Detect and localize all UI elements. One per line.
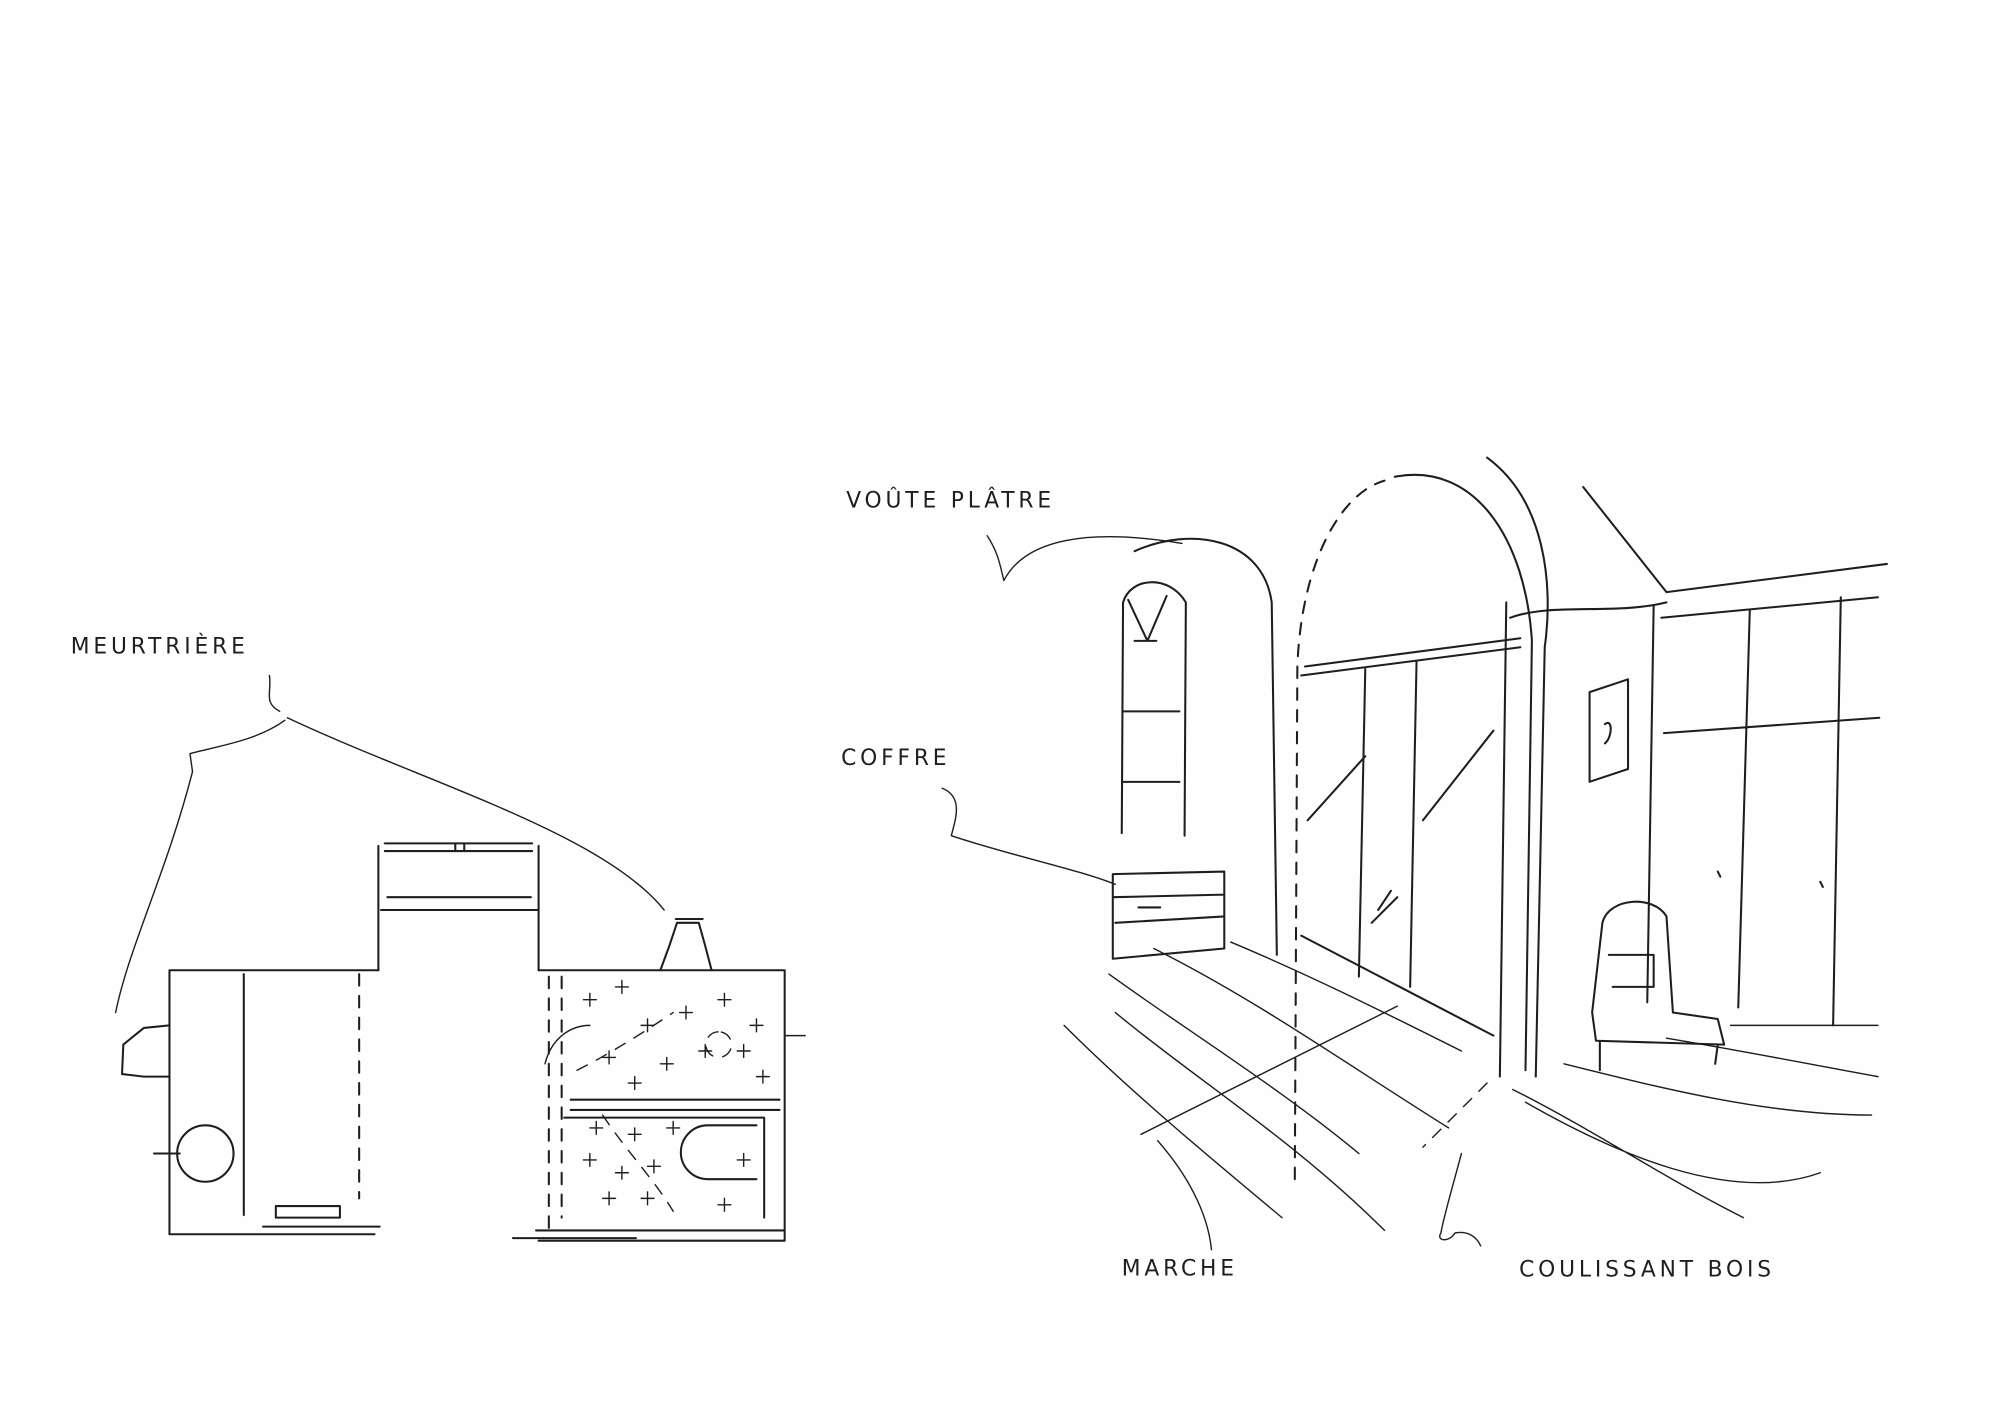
meurtriere-slot xyxy=(121,1024,181,1155)
small-arch-window xyxy=(1120,537,1278,956)
coulissant-leader xyxy=(1439,1152,1482,1247)
armchair xyxy=(1591,900,1726,1072)
main-arch xyxy=(1393,456,1549,1078)
label-voute-platre: VOÛTE PLÂTRE xyxy=(846,488,1055,514)
chimney xyxy=(659,917,713,972)
left-base xyxy=(168,1205,381,1236)
sliding-door xyxy=(1300,637,1522,1037)
label-coffre: COFFRE xyxy=(841,746,950,771)
coulissant-leader-dashed xyxy=(1422,1082,1488,1148)
side-stub xyxy=(544,1024,806,1065)
main-arch-dashed xyxy=(1293,479,1386,1181)
left-block xyxy=(168,969,380,1236)
label-marche: MARCHE xyxy=(1122,1256,1238,1281)
right-room xyxy=(1646,596,1881,1027)
coffre-bench xyxy=(1111,870,1226,960)
label-coulissant-bois: COULISSANT BOIS xyxy=(1519,1258,1775,1283)
round-opening xyxy=(176,1124,235,1183)
label-meurtriere: MEURTRIÈRE xyxy=(71,634,249,660)
capsule-opening xyxy=(679,1124,758,1181)
perspective-drawing: VOÛTE PLÂTRE COFFRE MARCHE COULISSANT BO… xyxy=(841,456,1888,1283)
right-dashed-wall xyxy=(547,975,563,1229)
fill-swirl xyxy=(576,1011,733,1212)
wall-sconce xyxy=(1588,678,1630,783)
voute-leader xyxy=(986,535,1183,582)
bridge xyxy=(377,842,540,972)
marche-leader xyxy=(1156,1140,1213,1251)
right-block xyxy=(511,969,786,1242)
fill-crosses xyxy=(582,979,770,1212)
ceiling-lines xyxy=(1509,486,1888,619)
section-drawing: MEURTRIÈRE xyxy=(71,634,806,1242)
floor-boards xyxy=(1063,941,1879,1232)
coffre-leader xyxy=(941,787,1117,886)
meurtriere-leader xyxy=(114,674,665,1014)
